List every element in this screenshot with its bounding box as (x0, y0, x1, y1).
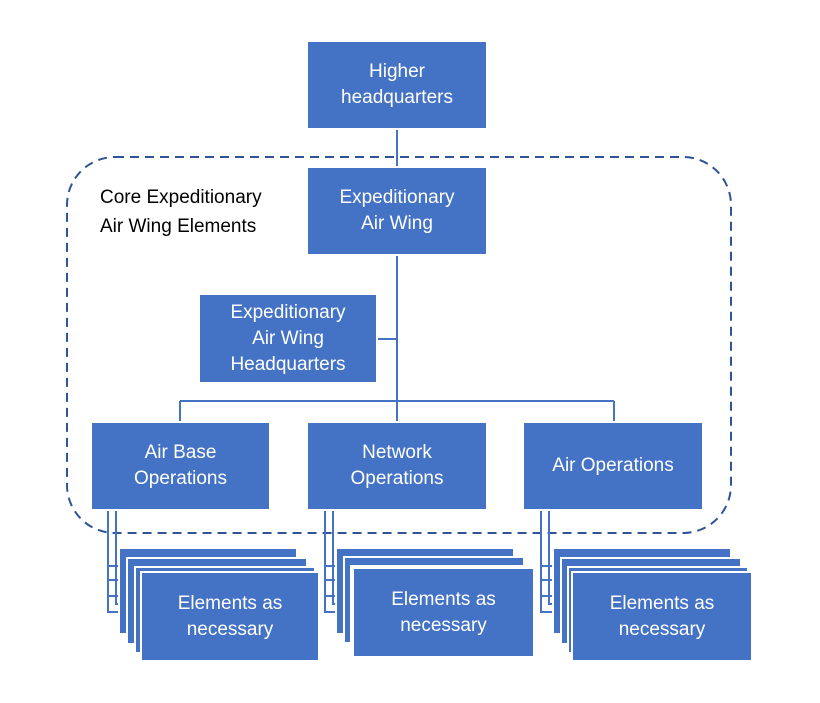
node-elements-as-necessary-1: Elements as necessary (140, 571, 320, 662)
node-higher-headquarters: Higher headquarters (306, 40, 488, 130)
core-elements-group-border (66, 156, 732, 534)
node-elements-as-necessary-2: Elements as necessary (352, 567, 535, 658)
node-eaw-headquarters: Expeditionary Air Wing Headquarters (198, 293, 378, 384)
node-elements-as-necessary-3: Elements as necessary (571, 571, 753, 662)
node-air-operations: Air Operations (522, 421, 704, 511)
connector-elements-2 (324, 510, 356, 613)
node-air-base-operations: Air Base Operations (90, 421, 271, 511)
connector-elements-1 (107, 510, 140, 613)
group-label: Core Expeditionary Air Wing Elements (100, 187, 262, 237)
connector-elements-3 (540, 510, 573, 613)
node-expeditionary-air-wing: Expeditionary Air Wing (306, 166, 488, 256)
node-network-operations: Network Operations (306, 421, 488, 511)
